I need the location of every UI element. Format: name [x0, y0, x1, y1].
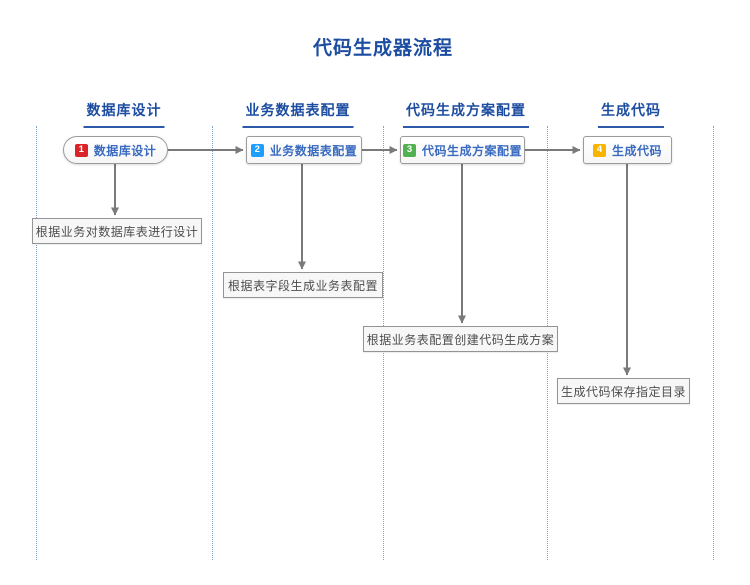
note-generate-code: 生成代码保存指定目录	[557, 378, 690, 404]
note-database-design: 根据业务对数据库表进行设计	[32, 218, 202, 244]
node-codegen-plan: 3 代码生成方案配置	[400, 136, 525, 164]
step-number-badge: 1	[74, 143, 88, 157]
node-label: 数据库设计	[93, 143, 157, 158]
node-generate-code: 4 生成代码	[583, 136, 672, 164]
node-database-design: 1 数据库设计	[63, 136, 168, 164]
lane-divider	[212, 126, 213, 560]
node-label: 业务数据表配置	[269, 143, 358, 158]
step-number-badge: 3	[402, 143, 416, 157]
node-label: 代码生成方案配置	[421, 143, 522, 158]
node-table-config: 2 业务数据表配置	[246, 136, 362, 164]
lane-header-codegen-plan: 代码生成方案配置	[403, 100, 529, 128]
lane-header-database-design: 数据库设计	[83, 100, 165, 128]
lane-divider	[36, 126, 37, 560]
lane-header-generate-code: 生成代码	[598, 100, 664, 128]
note-codegen-plan: 根据业务表配置创建代码生成方案	[363, 326, 558, 352]
step-number-badge: 2	[250, 143, 264, 157]
page-title: 代码生成器流程	[312, 38, 454, 59]
step-number-badge: 4	[592, 143, 606, 157]
lane-divider	[713, 126, 714, 560]
lane-header-table-config: 业务数据表配置	[242, 100, 354, 128]
node-label: 生成代码	[611, 143, 662, 158]
note-table-config: 根据表字段生成业务表配置	[223, 272, 383, 298]
